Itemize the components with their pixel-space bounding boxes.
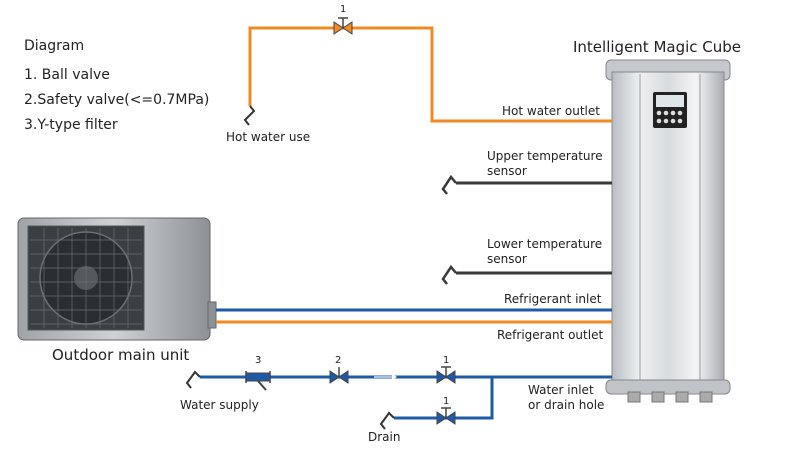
water-supply-end — [185, 370, 201, 389]
valve-number-safety: 2 — [335, 355, 342, 366]
valve-number-drain: 1 — [443, 396, 450, 407]
legend-title: Diagram — [24, 38, 85, 54]
safety-valve — [329, 367, 349, 384]
refrigerant-inlet-label: Refrigerant inlet — [504, 292, 602, 306]
lower-sensor-wire — [441, 264, 612, 285]
hot-water-pipe — [248, 26, 612, 123]
legend-item-filter: 3.Y-type filter — [24, 117, 118, 133]
upper-sensor-label-1: Upper temperature — [487, 149, 603, 163]
hot-water-use-end — [243, 105, 256, 126]
hot-water-outlet-label: Hot water outlet — [502, 104, 600, 118]
top-ball-valve — [333, 17, 353, 35]
lower-sensor-label-2: sensor — [487, 252, 527, 266]
drain-end — [379, 411, 395, 430]
hot-water-use-label: Hot water use — [226, 130, 311, 144]
lower-sensor-label-1: Lower temperature — [487, 237, 603, 251]
main-ball-valve — [436, 366, 456, 384]
water-supply-label: Water supply — [180, 398, 259, 412]
upper-sensor-label-2: sensor — [487, 164, 527, 178]
y-type-filter — [245, 371, 271, 391]
outdoor-unit — [17, 217, 217, 341]
legend-item-ball-valve: 1. Ball valve — [24, 67, 110, 83]
tank-title: Intelligent Magic Cube — [573, 38, 742, 56]
valve-number-filter: 3 — [255, 355, 262, 366]
drain-label: Drain — [368, 430, 401, 444]
outdoor-unit-label: Outdoor main unit — [52, 346, 190, 364]
water-inlet-label-2: or drain hole — [528, 398, 605, 412]
flow-arrow — [374, 374, 397, 380]
upper-sensor-wire — [441, 174, 612, 195]
legend-item-safety-valve: 2.Safety valve(<=0.7MPa) — [24, 92, 210, 108]
water-inlet-label-1: Water inlet — [528, 383, 594, 397]
refrigerant-outlet-label: Refrigerant outlet — [497, 328, 604, 342]
valve-number-main: 1 — [443, 355, 450, 366]
valve-number-top: 1 — [340, 4, 347, 15]
control-panel — [653, 92, 687, 128]
drain-ball-valve — [436, 407, 456, 425]
